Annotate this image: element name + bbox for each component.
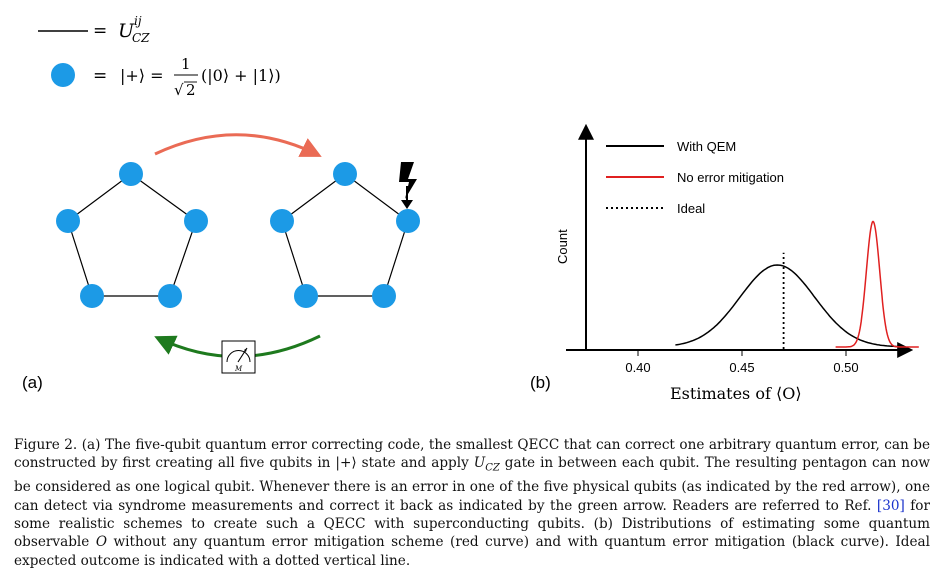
qubit	[270, 209, 294, 233]
gate-sup: ij	[134, 14, 142, 28]
meter-label: M	[234, 365, 243, 373]
qubit	[158, 284, 182, 308]
figure: = U ij CZ = |+⟩ = 1 √ 2 (|0⟩ + |1⟩)	[22, 14, 919, 403]
chart-legend: With QEM No error mitigation Ideal	[606, 139, 784, 216]
sqrt-sign: √	[174, 81, 184, 99]
qubit-eq: =	[93, 66, 107, 86]
x-tick-label: 0.50	[833, 360, 858, 375]
pentagon-right-qubits	[270, 162, 420, 308]
caption-part-4: without any quantum error mitigation sch…	[14, 534, 931, 569]
gate-legend: = U ij CZ = |+⟩ = 1 √ 2 (|0⟩ + |1⟩)	[38, 14, 281, 99]
chart-plot: 0.40 0.45 0.50	[625, 220, 919, 375]
plus-state: |+⟩ =	[120, 66, 164, 85]
figure-caption: Figure 2. (a) The five-qubit quantum err…	[14, 436, 930, 570]
lightning-icon	[399, 162, 417, 209]
qubit	[80, 284, 104, 308]
reference-link[interactable]: [30]	[876, 497, 905, 514]
series-line-no-mitigation	[835, 220, 919, 348]
panel-b-label: (b)	[530, 373, 551, 392]
pentagon-right	[281, 173, 409, 297]
legend-label-no-mitigation: No error mitigation	[677, 170, 784, 185]
qubit-legend-dot	[51, 63, 75, 87]
caption-part-3: for some realistic schemes to create suc…	[14, 497, 930, 551]
x-axis-label: Estimates of ⟨O⟩	[670, 384, 802, 403]
error-arrow	[154, 133, 322, 157]
legend-label-with-qem: With QEM	[677, 139, 736, 154]
qubit	[372, 284, 396, 308]
pentagon-left-qubits	[56, 162, 208, 308]
caption-part-2: gate in between each qubit. The resultin…	[14, 455, 930, 514]
frac-numerator: 1	[181, 55, 191, 73]
qubit	[119, 162, 143, 186]
qubit	[333, 162, 357, 186]
superposition: (|0⟩ + |1⟩)	[201, 66, 281, 85]
qubit	[184, 209, 208, 233]
measurement-meter-icon: M	[221, 340, 256, 374]
panel-a-label: (a)	[22, 373, 43, 392]
caption-gate-symbol: U	[473, 455, 486, 472]
legend-label-ideal: Ideal	[677, 201, 705, 216]
x-tick-label: 0.45	[729, 360, 754, 375]
qubit	[294, 284, 318, 308]
panel-a: M (a)	[22, 133, 420, 392]
caption-part-1: Figure 2. (a) The five-qubit quantum err…	[14, 437, 930, 472]
x-tick-label: 0.40	[625, 360, 650, 375]
gate-sub: CZ	[132, 31, 150, 45]
series-line-with-qem	[675, 264, 898, 348]
qubit-errored	[396, 209, 420, 233]
caption-gate-sub: CZ	[485, 463, 500, 475]
frac-denominator: 2	[186, 81, 196, 99]
y-axis-label: Count	[555, 229, 570, 264]
gate-symbol: U	[118, 20, 135, 42]
gate-eq: =	[93, 21, 107, 41]
pentagon-left	[67, 173, 197, 297]
qubit	[56, 209, 80, 233]
caption-observable: O	[95, 534, 107, 551]
